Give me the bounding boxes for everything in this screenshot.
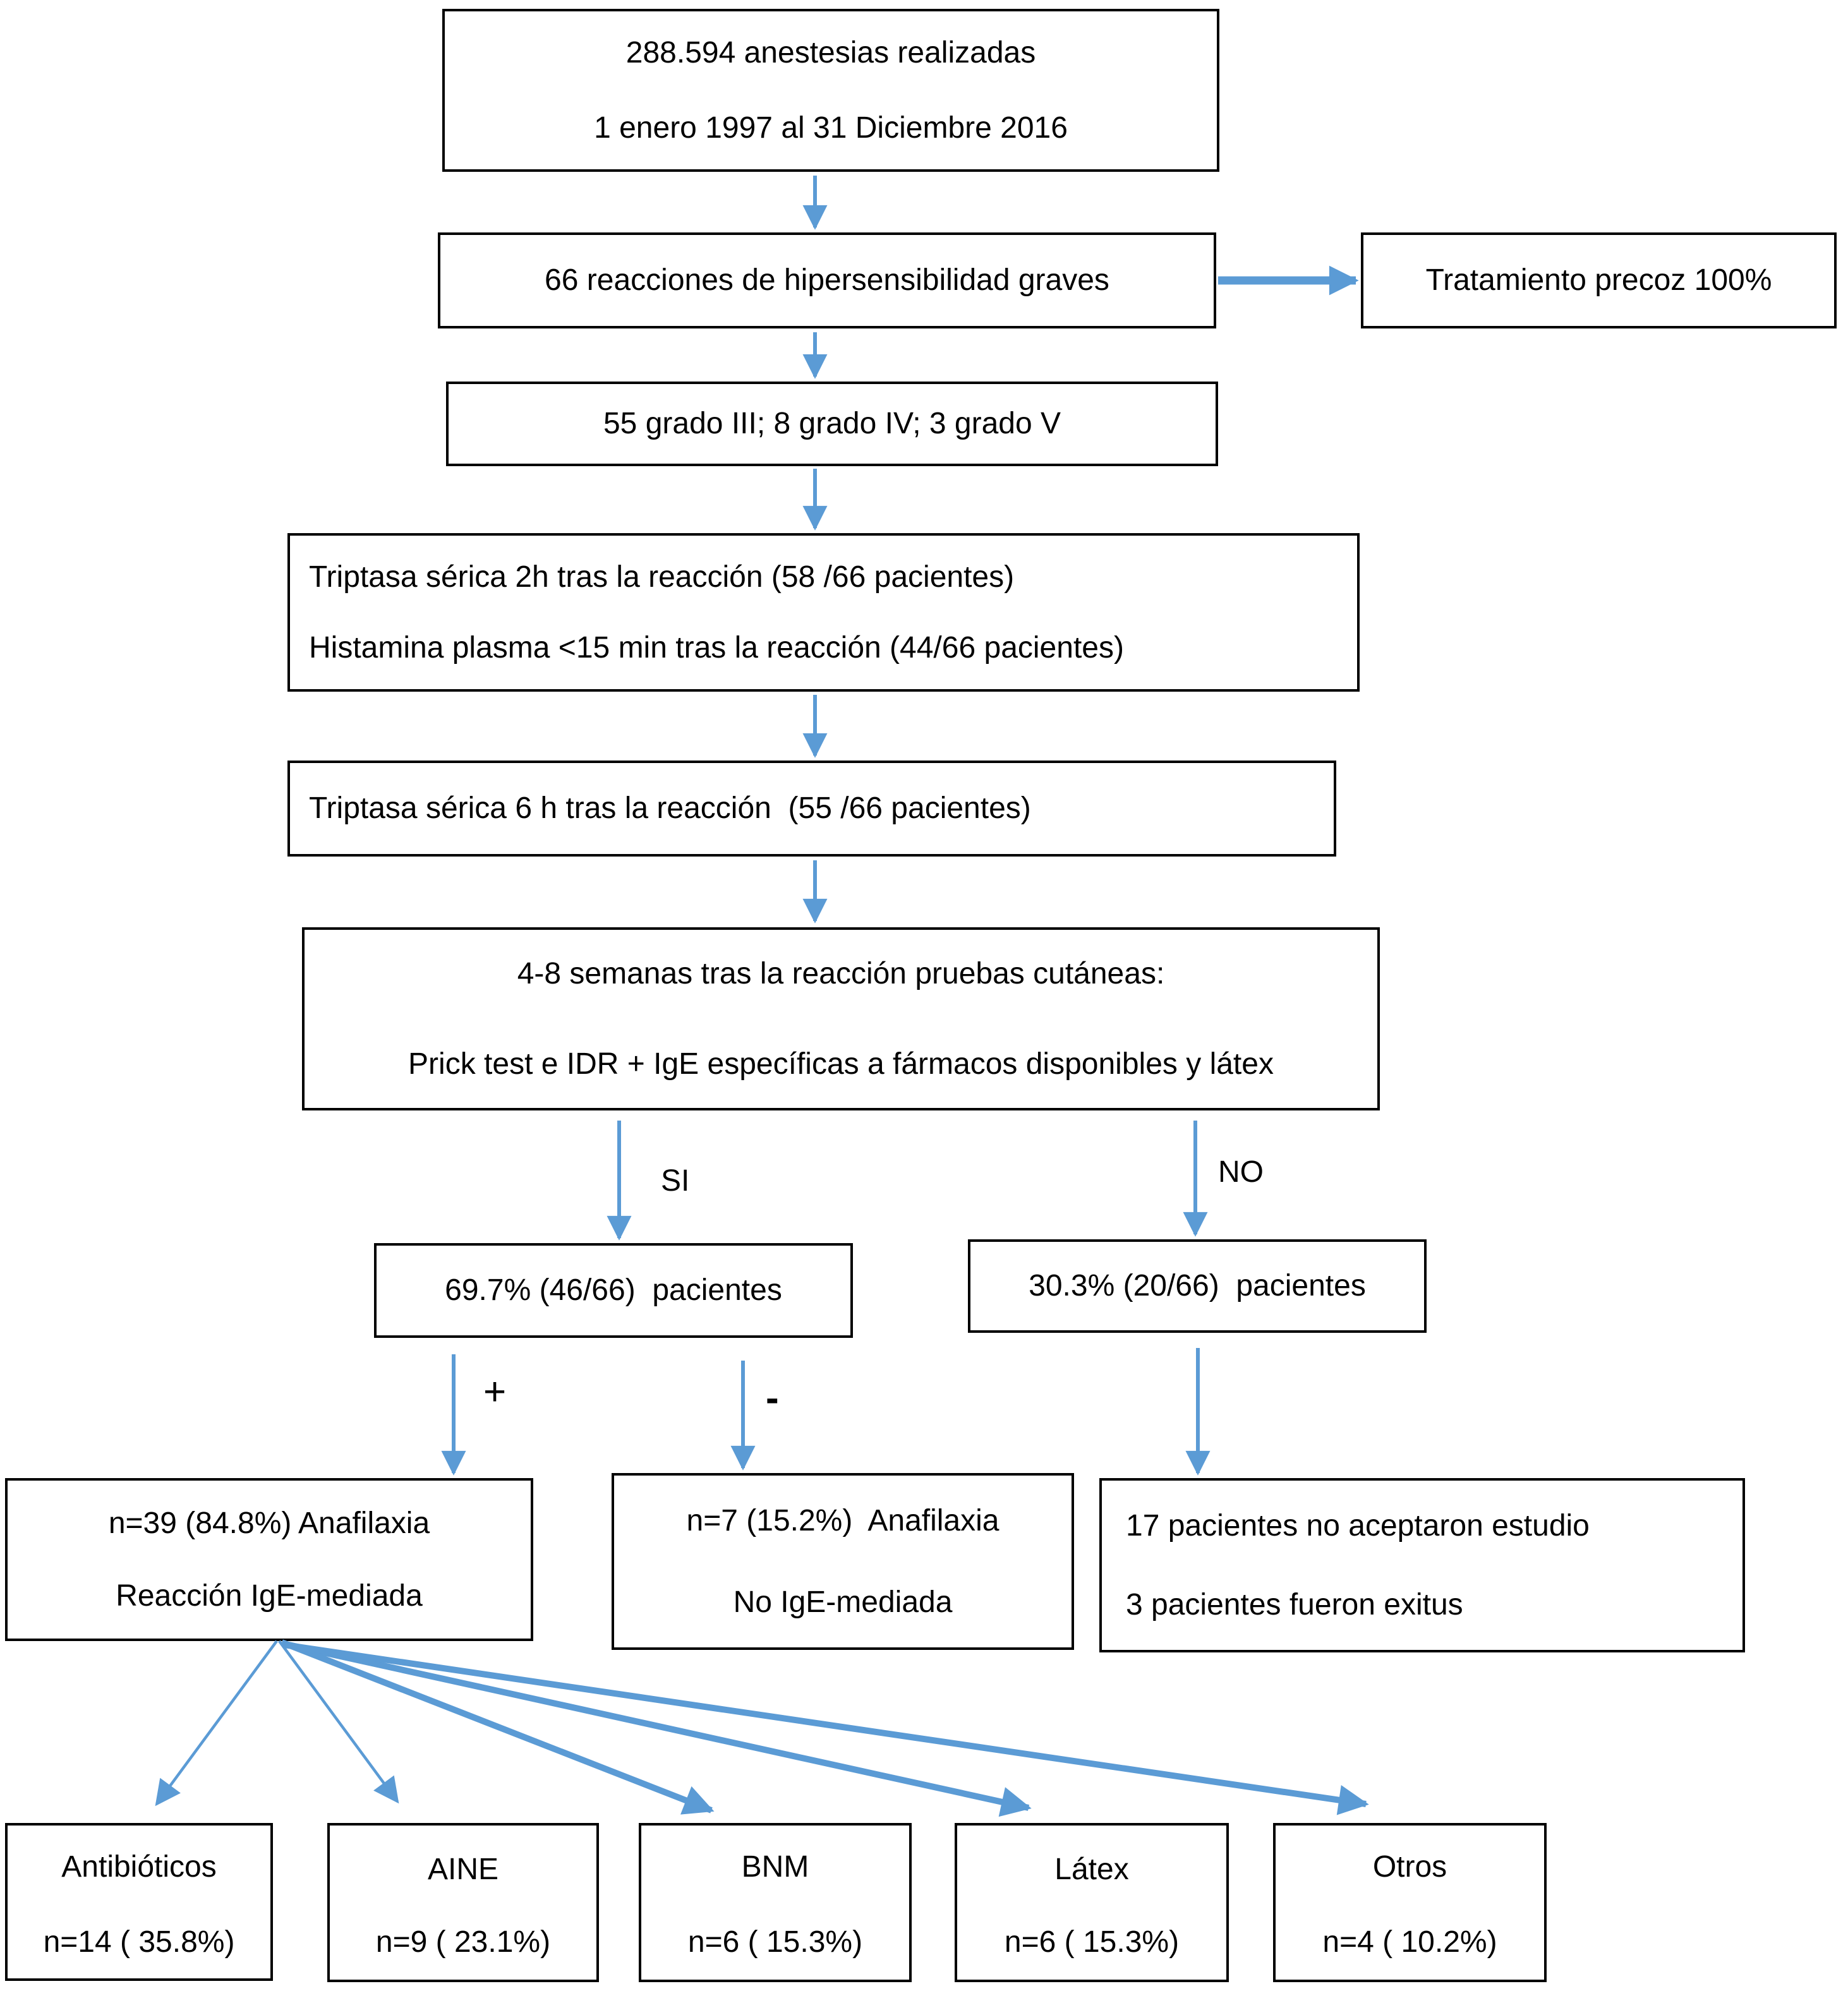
node-text: No IgE-mediada (733, 1585, 953, 1619)
node-antibiotics: Antibióticos n=14 ( 35.8%) (5, 1823, 273, 1981)
node-text: Prick test e IDR + IgE específicas a fár… (408, 1047, 1274, 1081)
node-text: 288.594 anestesias realizadas (625, 36, 1036, 69)
node-text: n=39 (84.8%) Anafilaxia (108, 1507, 430, 1540)
node-non-ige-mediated: n=7 (15.2%) Anafilaxia No IgE-mediada (612, 1473, 1074, 1650)
node-text: 17 pacientes no aceptaron estudio (1126, 1509, 1590, 1543)
node-text: 30.3% (20/66) pacientes (1029, 1269, 1366, 1303)
branch-label-negative: - (766, 1376, 779, 1420)
arrow-ige-to-otros (284, 1642, 1369, 1815)
node-text: n=6 ( 15.3%) (687, 1925, 863, 1959)
node-severity-grades: 55 grado III; 8 grado IV; 3 grado V (446, 382, 1218, 466)
node-text: BNM (741, 1850, 809, 1884)
node-bnm: BNM n=6 ( 15.3%) (639, 1823, 912, 1982)
arrow-ige-to-latex (282, 1640, 1032, 1817)
node-text: Antibióticos (61, 1850, 217, 1884)
node-text: n=7 (15.2%) Anafilaxia (686, 1504, 999, 1537)
node-text: Látex (1054, 1853, 1129, 1886)
node-text: 69.7% (46/66) pacientes (445, 1273, 782, 1308)
node-text: Tratamiento precoz 100% (1425, 263, 1772, 298)
branch-label-yes: SI (661, 1164, 690, 1198)
node-text: Reacción IgE-mediada (116, 1579, 423, 1613)
node-no-study: 17 pacientes no aceptaron estudio 3 paci… (1099, 1478, 1745, 1652)
node-otros: Otros n=4 ( 10.2%) (1273, 1823, 1547, 1982)
node-text: n=4 ( 10.2%) (1322, 1925, 1497, 1959)
node-text: Triptasa sérica 2h tras la reacción (58 … (309, 560, 1015, 594)
node-text: n=6 ( 15.3%) (1004, 1925, 1180, 1959)
branch-label-positive: + (483, 1370, 507, 1414)
node-text: 3 pacientes fueron exitus (1126, 1587, 1463, 1621)
node-text: 4-8 semanas tras la reacción pruebas cut… (517, 957, 1165, 990)
node-not-tested-patients: 30.3% (20/66) pacientes (968, 1239, 1427, 1333)
node-text: Histamina plasma <15 min tras la reacció… (309, 630, 1124, 665)
node-text: n=9 ( 23.1%) (375, 1925, 551, 1959)
node-severe-reactions: 66 reacciones de hipersensibilidad grave… (438, 232, 1216, 328)
node-text: Triptasa sérica 6 h tras la reacción (55… (309, 791, 1031, 826)
node-latex: Látex n=6 ( 15.3%) (955, 1823, 1229, 1982)
node-text: 55 grado III; 8 grado IV; 3 grado V (603, 407, 1061, 441)
node-text: 66 reacciones de hipersensibilidad grave… (545, 263, 1109, 298)
node-ige-mediated: n=39 (84.8%) Anafilaxia Reacción IgE-med… (5, 1478, 533, 1641)
branch-label-no: NO (1218, 1155, 1264, 1189)
node-text: AINE (427, 1853, 499, 1886)
node-tested-patients: 69.7% (46/66) pacientes (374, 1243, 853, 1338)
node-skin-tests: 4-8 semanas tras la reacción pruebas cut… (302, 927, 1380, 1110)
arrow-ige-to-bnm (281, 1639, 715, 1815)
node-tryptase-2h-histamine: Triptasa sérica 2h tras la reacción (58 … (287, 533, 1360, 692)
arrow-ige-to-aine (278, 1640, 399, 1804)
node-total-anesthesias: 288.594 anestesias realizadas 1 enero 19… (442, 9, 1219, 172)
node-aine: AINE n=9 ( 23.1%) (327, 1823, 599, 1982)
node-tryptase-6h: Triptasa sérica 6 h tras la reacción (55… (287, 761, 1336, 857)
node-text: n=14 ( 35.8%) (43, 1925, 235, 1959)
node-text: 1 enero 1997 al 31 Diciembre 2016 (594, 111, 1068, 145)
node-text: Otros (1372, 1850, 1447, 1884)
node-early-treatment: Tratamiento precoz 100% (1361, 232, 1837, 328)
arrow-ige-to-antibiotics (155, 1640, 278, 1807)
